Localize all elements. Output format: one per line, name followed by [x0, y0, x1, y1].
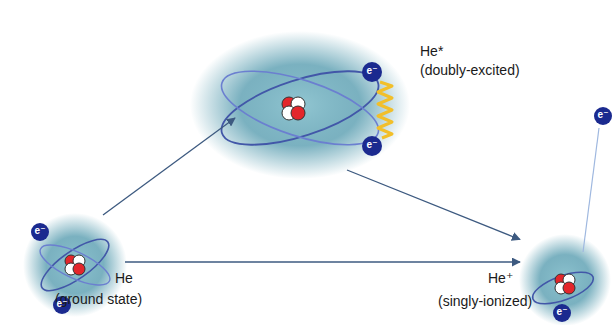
- electron-orbit: [529, 266, 597, 310]
- electron-orbit: [35, 237, 115, 293]
- nucleus: [282, 97, 305, 120]
- state-name: He*: [420, 43, 443, 59]
- electron: [594, 107, 612, 125]
- electron: [553, 304, 571, 322]
- transition-arrow: [103, 118, 235, 215]
- state-description: (ground state): [55, 291, 142, 307]
- correlation-spring: [378, 82, 392, 138]
- state-description: (doubly-excited): [420, 62, 520, 78]
- electron: [362, 136, 382, 156]
- escape-path: [583, 128, 599, 252]
- nucleus: [555, 274, 575, 294]
- atom-node: He*(doubly-excited): [235, 40, 395, 170]
- proton: [563, 282, 575, 294]
- electron-label: e⁻: [553, 306, 571, 318]
- electron: [362, 62, 382, 82]
- state-name: He⁺: [488, 270, 513, 286]
- state-name: He: [115, 270, 133, 286]
- electron-orbit: [34, 231, 116, 300]
- electron-label: e⁻: [594, 109, 612, 121]
- electron-label: e⁻: [31, 225, 49, 237]
- electron: [31, 223, 49, 241]
- state-description: (singly-ionized): [438, 293, 532, 309]
- transition-arrow: [125, 261, 520, 262]
- electron-orbit: [213, 56, 386, 160]
- atom-glow: [519, 234, 611, 325]
- electron-label: e⁻: [363, 65, 381, 77]
- proton: [291, 106, 305, 120]
- electron-label: e⁻: [53, 298, 71, 310]
- nucleus: [65, 255, 85, 275]
- atom-glow: [190, 31, 410, 179]
- electron-label: e⁻: [363, 139, 381, 151]
- electron-orbit: [213, 56, 386, 160]
- proton: [73, 263, 85, 275]
- transition-arrow: [347, 170, 520, 240]
